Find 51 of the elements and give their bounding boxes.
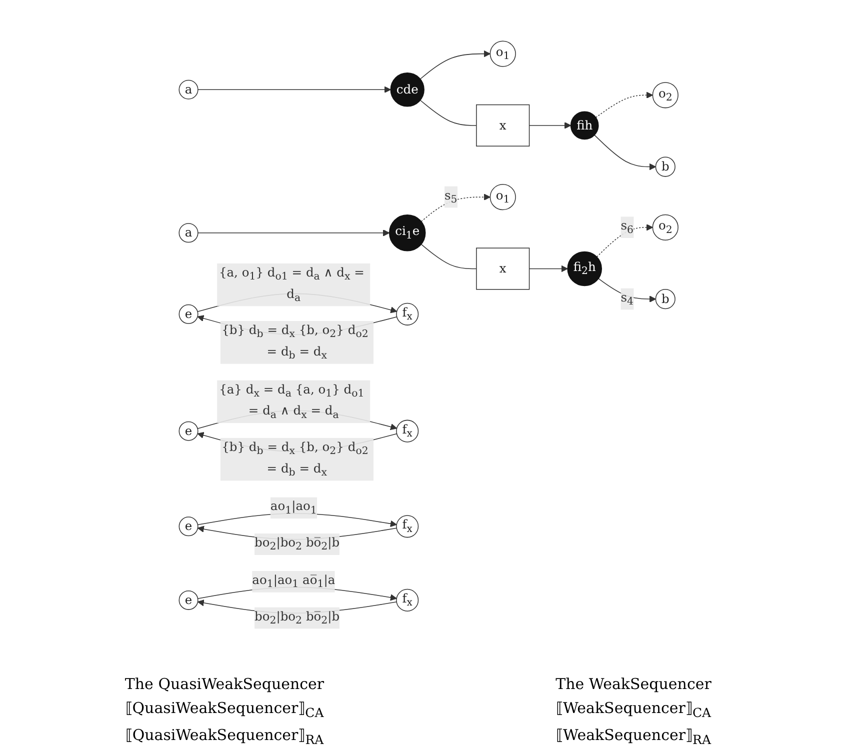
node-circle: o$_{2}$ [652, 82, 679, 108]
node-circle: o$_{1}$ [490, 184, 516, 210]
node-circle: o$_{2}$ [652, 214, 679, 240]
arrow [594, 134, 656, 170]
arrow [198, 229, 390, 236]
arrow [598, 278, 656, 302]
arrow [198, 86, 392, 92]
caption: ⟦WeakSequencer⟧$_{CA}$ [556, 699, 712, 720]
node-circle: cde [390, 72, 425, 106]
edge-label: {b} d$_{b}$ = d$_{x}$ {b, o$_{2}$} d$_{o2}$ = d$_{b}$ = d$_{x}$ [222, 438, 369, 478]
node-circle: a [179, 222, 199, 242]
arrow [420, 50, 491, 79]
node-box: x [476, 247, 530, 290]
connector [420, 99, 478, 126]
arrow [421, 193, 491, 222]
node-circle: f$_{x}$ [396, 514, 420, 538]
arrow [529, 122, 572, 128]
node-circle: b [656, 288, 676, 309]
node-circle: fih [570, 110, 600, 140]
arrow [529, 264, 568, 272]
edge-label: bo$_{2}$|bo$_{2}$ bo̅$_{2}$|b [254, 534, 340, 552]
edge-label: s$_{6}$ [621, 218, 634, 236]
edge-label: {a} d$_{x}$ = d$_{a}$ {a, o$_{1}$} d$_{o1}$ = d$_{a}$ ∧ d$_{x}$ = d$_{a}$ [219, 381, 365, 421]
caption: ⟦QuasiWeakSequencer⟧$_{CA}$ [125, 699, 324, 720]
node-circle: b [656, 156, 676, 176]
caption: ⟦QuasiWeakSequencer⟧$_{RA}$ [125, 726, 324, 747]
node-circle: o$_{1}$ [490, 40, 516, 66]
edge-label: s$_{4}$ [621, 289, 634, 308]
edge-label: s$_{5}$ [444, 187, 458, 206]
caption: The WeakSequencer [556, 675, 712, 693]
node-circle: f$_{x}$ [396, 302, 420, 325]
connector [421, 243, 478, 269]
node-circle: a [179, 79, 199, 99]
edge-label: {b} d$_{b}$ = d$_{x}$ {b, o$_{2}$} d$_{o2}$ = d$_{b}$ = d$_{x}$ [222, 322, 369, 362]
node-circle: ci$_{1}$e [389, 214, 426, 251]
arrow [596, 91, 654, 118]
arrow [596, 224, 654, 257]
node-circle: fi$_{2}$h [568, 250, 602, 286]
node-circle: e [179, 590, 199, 610]
edge-label: ao$_{1}$|ao$_{1}$ [270, 498, 318, 516]
caption: The QuasiWeakSequencer [124, 675, 324, 693]
edge-label: bo$_{2}$|bo$_{2}$ bo̅$_{2}$|b [254, 608, 340, 626]
caption: ⟦WeakSequencer⟧$_{RA}$ [556, 726, 711, 747]
node-box: x [476, 104, 530, 146]
node-circle: f$_{x}$ [396, 419, 420, 442]
node-circle: e [179, 304, 199, 324]
edge-label: ao$_{1}$|ao$_{1}$ ao̅$_{1}$|a [252, 572, 336, 590]
node-circle: e [179, 420, 199, 440]
node-circle: e [179, 516, 199, 536]
node-circle: f$_{x}$ [396, 588, 420, 611]
edge-label: {a, o$_{1}$} d$_{o1}$ = d$_{a}$ ∧ d$_{x}$ = d$_{a}$ [219, 264, 365, 304]
